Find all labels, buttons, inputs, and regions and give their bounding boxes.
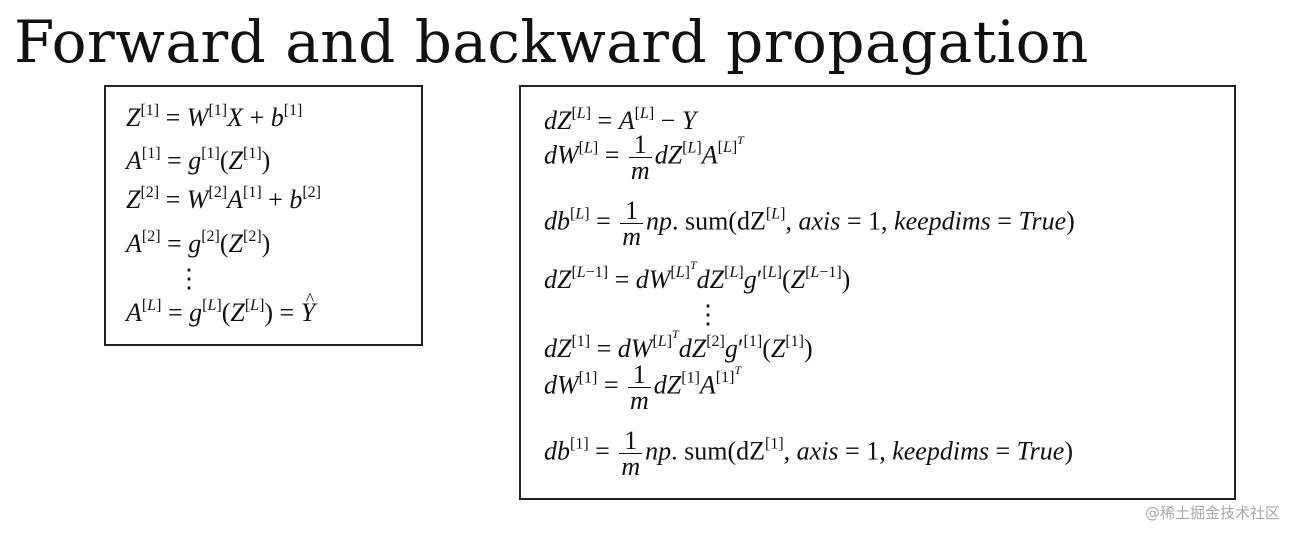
forward-propagation-box	[104, 85, 423, 346]
forward-equation-3: Z[2] = W[2]A[1] + b[2]	[126, 184, 321, 215]
backward-vdots: ⋮	[695, 300, 721, 330]
backward-propagation-box	[519, 85, 1236, 500]
watermark: @稀土掘金技术社区	[1144, 504, 1280, 522]
backward-equation-4: dZ[L−1] = dW[L]TdZ[L]g′[L](Z[L−1])	[544, 258, 851, 294]
backward-equation-5: dZ[1] = dW[L]TdZ[2]g′[1](Z[1])	[544, 327, 813, 363]
forward-equation-4: A[2] = g[2](Z[2])	[126, 228, 271, 259]
forward-equation-2: A[1] = g[1](Z[1])	[126, 145, 271, 176]
slide-title: Forward and backward propagation	[14, 8, 1089, 76]
forward-vdots: ⋮	[176, 264, 202, 294]
forward-equation-5: A[L] = g[L](Z[L]) = Y	[126, 283, 315, 329]
backward-equation-1: dZ[L] = A[L] − Y	[544, 105, 697, 136]
forward-equation-1: Z[1] = W[1]X + b[1]	[126, 102, 303, 133]
